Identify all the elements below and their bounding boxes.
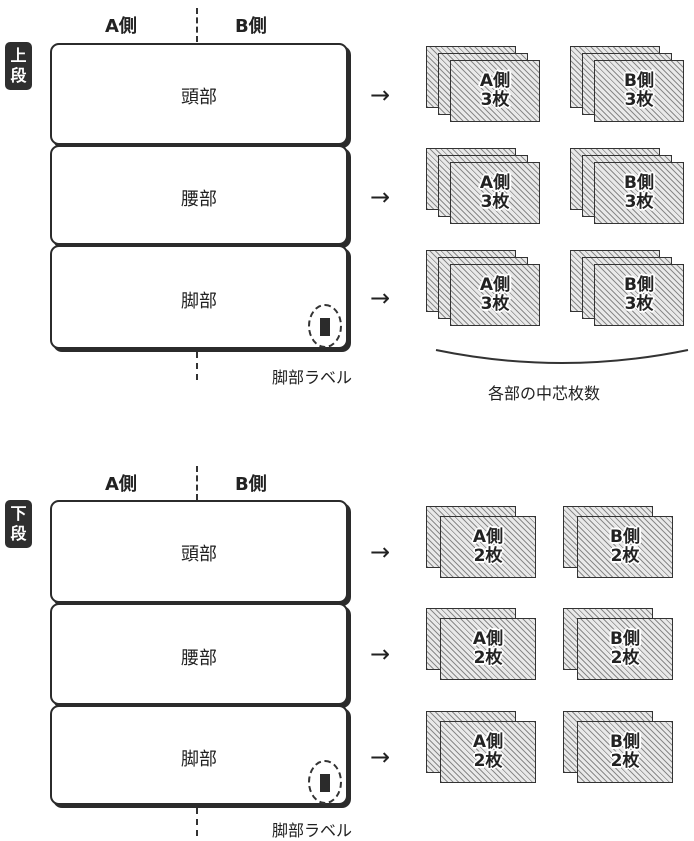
a-side-label: A側 [105, 474, 137, 495]
head-segment-label: 頭部 [181, 544, 217, 565]
sheet-front: A側 3枚 [450, 162, 540, 224]
center-divider-bottom [196, 352, 198, 380]
sheet-front: A側 3枚 [450, 264, 540, 326]
sheet-side-text: A側 [479, 173, 511, 193]
sheet-count-text: 2枚 [473, 546, 503, 566]
sheet-stack-b-foot: B側 3枚 [570, 250, 690, 326]
sheet-count-text: 2枚 [473, 648, 503, 668]
sheet-front: B側 2枚 [577, 721, 673, 783]
lower-tier-section: A側 B側 下 段 頭部 腰部 脚部 脚部ラベル → → → A側 2枚 [0, 458, 694, 840]
sheet-count-text: 3枚 [480, 192, 510, 212]
sheet-side-text: B側 [610, 629, 640, 649]
tier-badge-lower: 下 段 [5, 500, 32, 548]
sheet-stack-b-head: B側 2枚 [563, 506, 683, 582]
sheet-stack-b-waist: B側 2枚 [563, 608, 683, 684]
center-divider-top [196, 8, 198, 42]
sheet-count-text: 3枚 [624, 294, 654, 314]
brace-curve [435, 349, 689, 364]
tier-badge-char-2: 段 [10, 66, 27, 85]
center-divider-top [196, 466, 198, 500]
sheet-stack-a-foot: A側 3枚 [426, 250, 546, 326]
waist-segment-label: 腰部 [181, 648, 217, 669]
foot-segment: 脚部 [50, 245, 348, 349]
foot-segment: 脚部 [50, 705, 348, 805]
foot-label-caption: 脚部ラベル [272, 821, 353, 840]
a-side-label: A側 [105, 16, 137, 37]
waist-segment-label: 腰部 [181, 189, 217, 210]
sheet-front: B側 3枚 [594, 264, 684, 326]
sheet-side-text: B側 [610, 527, 640, 547]
tier-badge-char-1: 下 [10, 504, 27, 523]
right-arrow-icon: → [370, 538, 391, 566]
sheet-side-text: B側 [624, 71, 654, 91]
sheet-stack-a-foot: A側 2枚 [426, 711, 546, 787]
sheet-count-text: 2枚 [610, 751, 640, 771]
sheet-count-text: 3枚 [480, 294, 510, 314]
sheet-stack-b-foot: B側 2枚 [563, 711, 683, 787]
sheet-count-text: 2枚 [473, 751, 503, 771]
head-segment-label: 頭部 [181, 87, 217, 108]
sheet-side-text: A側 [479, 71, 511, 91]
sheet-front: A側 2枚 [440, 516, 536, 578]
sheet-stack-a-head: A側 2枚 [426, 506, 546, 582]
sheet-count-text: 3枚 [624, 90, 654, 110]
sheet-stack-b-waist: B側 3枚 [570, 148, 690, 224]
tier-badge-char-2: 段 [10, 524, 27, 543]
tier-badge-char-1: 上 [10, 46, 27, 65]
b-side-label: B側 [235, 16, 267, 37]
right-arrow-icon: → [370, 743, 391, 771]
tier-badge-upper: 上 段 [5, 42, 32, 90]
sheet-front: B側 3枚 [594, 162, 684, 224]
sheet-stack-b-head: B側 3枚 [570, 46, 690, 122]
sheet-side-text: A側 [472, 732, 504, 752]
sheet-front: B側 3枚 [594, 60, 684, 122]
foot-label-marker-icon [308, 760, 342, 804]
head-segment: 頭部 [50, 43, 348, 145]
head-segment: 頭部 [50, 500, 348, 603]
sheet-front: B側 2枚 [577, 618, 673, 680]
sheet-count-text: 3枚 [480, 90, 510, 110]
waist-segment: 腰部 [50, 603, 348, 705]
sheet-side-text: A側 [479, 275, 511, 295]
sheet-side-text: A側 [472, 527, 504, 547]
brace-caption: 各部の中芯枚数 [488, 384, 601, 403]
right-arrow-icon: → [370, 640, 391, 668]
sheet-front: A側 2枚 [440, 721, 536, 783]
sheet-side-text: B側 [624, 275, 654, 295]
sheet-count-text: 2枚 [610, 546, 640, 566]
waist-segment: 腰部 [50, 145, 348, 245]
sheet-count-text: 2枚 [610, 648, 640, 668]
center-divider-bottom [196, 808, 198, 836]
sheet-stack-a-waist: A側 2枚 [426, 608, 546, 684]
sheet-side-text: B側 [610, 732, 640, 752]
sheet-front: B側 2枚 [577, 516, 673, 578]
foot-label-marker-icon [308, 304, 342, 348]
sheet-front: A側 3枚 [450, 60, 540, 122]
foot-segment-label: 脚部 [181, 749, 217, 770]
b-side-label: B側 [235, 474, 267, 495]
sheet-front: A側 2枚 [440, 618, 536, 680]
upper-tier-section: A側 B側 上 段 頭部 腰部 脚部 脚部ラベル → → → A側 3枚 [0, 0, 694, 410]
right-arrow-icon: → [370, 81, 391, 109]
right-arrow-icon: → [370, 284, 391, 312]
right-arrow-icon: → [370, 183, 391, 211]
sheet-side-text: A側 [472, 629, 504, 649]
sheet-stack-a-waist: A側 3枚 [426, 148, 546, 224]
foot-label-caption: 脚部ラベル [272, 368, 353, 387]
foot-segment-label: 脚部 [181, 291, 217, 312]
sheet-stack-a-head: A側 3枚 [426, 46, 546, 122]
sheet-count-text: 3枚 [624, 192, 654, 212]
sheet-side-text: B側 [624, 173, 654, 193]
